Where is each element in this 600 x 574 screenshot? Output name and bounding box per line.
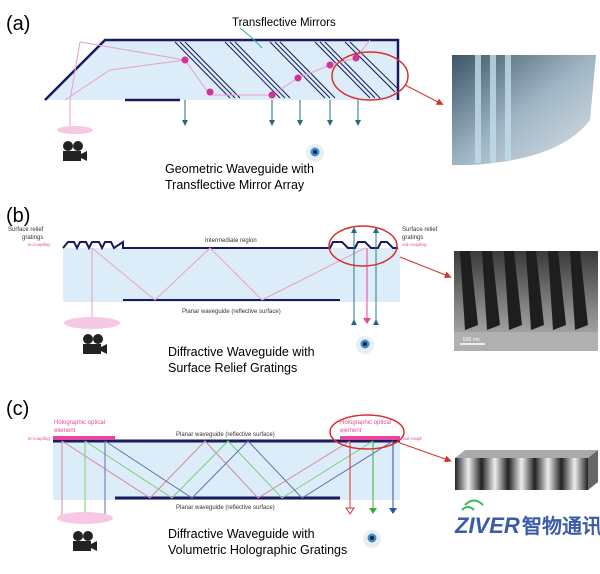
out-coupling-label: out-coupling	[402, 242, 427, 247]
geometric-waveguide	[45, 40, 398, 100]
panel-b: (b) Surface relief gratings in-coupling …	[6, 205, 598, 375]
planar-waveguide-label: Planar waveguide (reflective surface)	[182, 309, 281, 315]
caption-a-line1: Geometric Waveguide with	[165, 162, 314, 176]
light-source-spot	[57, 512, 113, 524]
left-hoe-label-1: Holographic optical	[54, 420, 105, 426]
in-coupling-label: in-coupling	[28, 436, 50, 441]
out-coupling-label: out-coupl	[403, 436, 422, 441]
bottom-waveguide-label: Planar waveguide (reflective surface)	[176, 505, 275, 511]
projector-icon	[73, 531, 97, 551]
right-hoe-label-1: Holographic optical	[340, 420, 391, 426]
projector-icon	[63, 141, 87, 161]
eye-icon	[363, 530, 381, 548]
ziver-watermark-logo: ZIVER 智物通讯	[454, 499, 600, 538]
projector-icon	[83, 334, 107, 354]
eye-icon	[306, 144, 324, 162]
sem-grating-image: 500 nm	[454, 251, 598, 351]
volumetric-grating-image	[455, 450, 598, 490]
highlight-ellipse	[329, 414, 405, 450]
ziver-brand-text: ZIVER	[454, 513, 520, 538]
scale-bar-label: 500 nm	[463, 337, 480, 343]
highlight-ellipse	[328, 225, 398, 267]
transflective-mirrors	[174, 41, 398, 99]
caption-b-line2: Surface Relief Gratings	[168, 361, 297, 375]
left-hoe-label-2: element	[54, 428, 76, 434]
caption-c-line1: Diffractive Waveguide with	[168, 527, 315, 541]
in-coupling-hoe	[53, 436, 115, 440]
right-grating-label-2: gratings	[402, 235, 423, 241]
highlight-ellipse	[331, 51, 409, 101]
caption-a-line2: Transflective Mirror Array	[165, 178, 305, 192]
eye-icon	[356, 336, 374, 354]
right-hoe-label-2: element	[340, 428, 362, 434]
panel-b-label: (b)	[6, 205, 30, 227]
light-source-spot	[57, 126, 93, 134]
planar-waveguide	[53, 440, 400, 500]
in-coupling-label: in-coupling	[28, 242, 50, 247]
intermediate-region-label: Intermediate region	[205, 238, 257, 244]
out-coupling-hoe	[340, 436, 400, 440]
caption-b-line1: Diffractive Waveguide with	[168, 345, 315, 359]
left-grating-label-2: gratings	[22, 235, 43, 241]
light-source-spot	[64, 317, 120, 329]
smart-glasses-photo	[452, 55, 596, 165]
caption-c-line2: Volumetric Holographic Gratings	[168, 543, 347, 557]
left-grating-label-1: Surface relief	[8, 227, 44, 233]
planar-waveguide	[63, 248, 400, 302]
panel-a-label: (a)	[6, 13, 30, 35]
transflective-mirrors-label: Transflective Mirrors	[232, 17, 336, 29]
panel-c: (c) Holographic optical element in-coupl…	[6, 398, 600, 557]
panel-a: (a) Transflective Mirrors	[6, 13, 596, 192]
panel-c-label: (c)	[6, 398, 29, 420]
ziver-chinese-text: 智物通讯	[522, 514, 600, 538]
right-grating-label-1: Surface relief	[402, 227, 438, 233]
top-waveguide-label: Planar waveguide (reflective surface)	[176, 432, 275, 438]
